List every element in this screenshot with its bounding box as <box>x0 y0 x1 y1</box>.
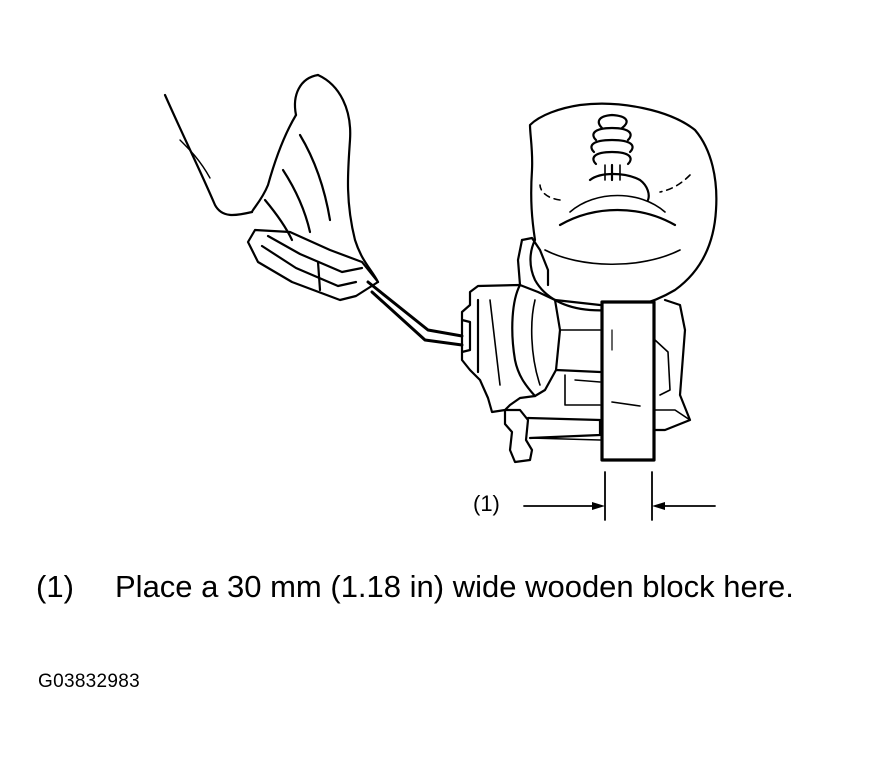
hand-icon <box>163 73 380 284</box>
dimension-arrow-icon <box>523 471 716 521</box>
brake-caliper-icon <box>460 236 692 464</box>
sensor-connector-icon <box>246 228 464 347</box>
figure-id: G03832983 <box>38 671 141 692</box>
caliper-installation-diagram <box>163 73 718 521</box>
wooden-block-icon <box>600 300 656 462</box>
caption-text: Place a 30 mm (1.18 in) wide wooden bloc… <box>115 569 794 604</box>
caption-number: (1) <box>36 569 74 604</box>
dimension-callout-label: (1) <box>473 491 500 516</box>
tire-icon <box>528 102 718 312</box>
